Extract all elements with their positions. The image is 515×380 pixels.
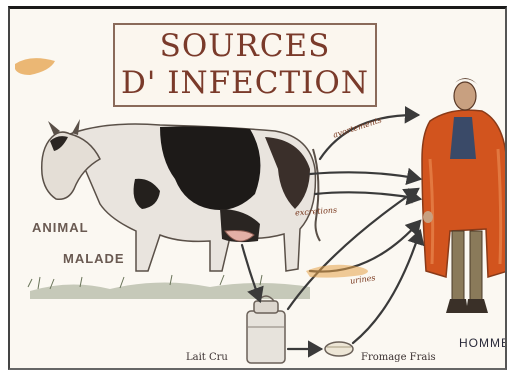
cheese-illustration xyxy=(325,342,353,356)
arrow-cheese-to-man xyxy=(353,231,420,343)
label-fromage-frais: Fromage Frais xyxy=(361,352,436,363)
label-homme: HOMME xyxy=(459,336,507,350)
arrow-excretions-upper xyxy=(310,172,420,179)
title-box: SOURCES D' INFECTION xyxy=(113,23,377,107)
man-illustration xyxy=(422,78,507,313)
title-line-2: D' INFECTION xyxy=(115,68,375,99)
label-lait-cru: Lait Cru xyxy=(186,352,228,363)
title-line-1: SOURCES xyxy=(115,31,375,62)
illustration-frame: SOURCES D' INFECTION avortements excreti… xyxy=(8,6,507,370)
orange-smear xyxy=(15,58,55,75)
cow-illustration xyxy=(28,119,320,299)
label-malade: MALADE xyxy=(63,251,125,266)
label-animal: ANIMAL xyxy=(32,220,89,235)
milk-can-illustration xyxy=(247,296,285,363)
